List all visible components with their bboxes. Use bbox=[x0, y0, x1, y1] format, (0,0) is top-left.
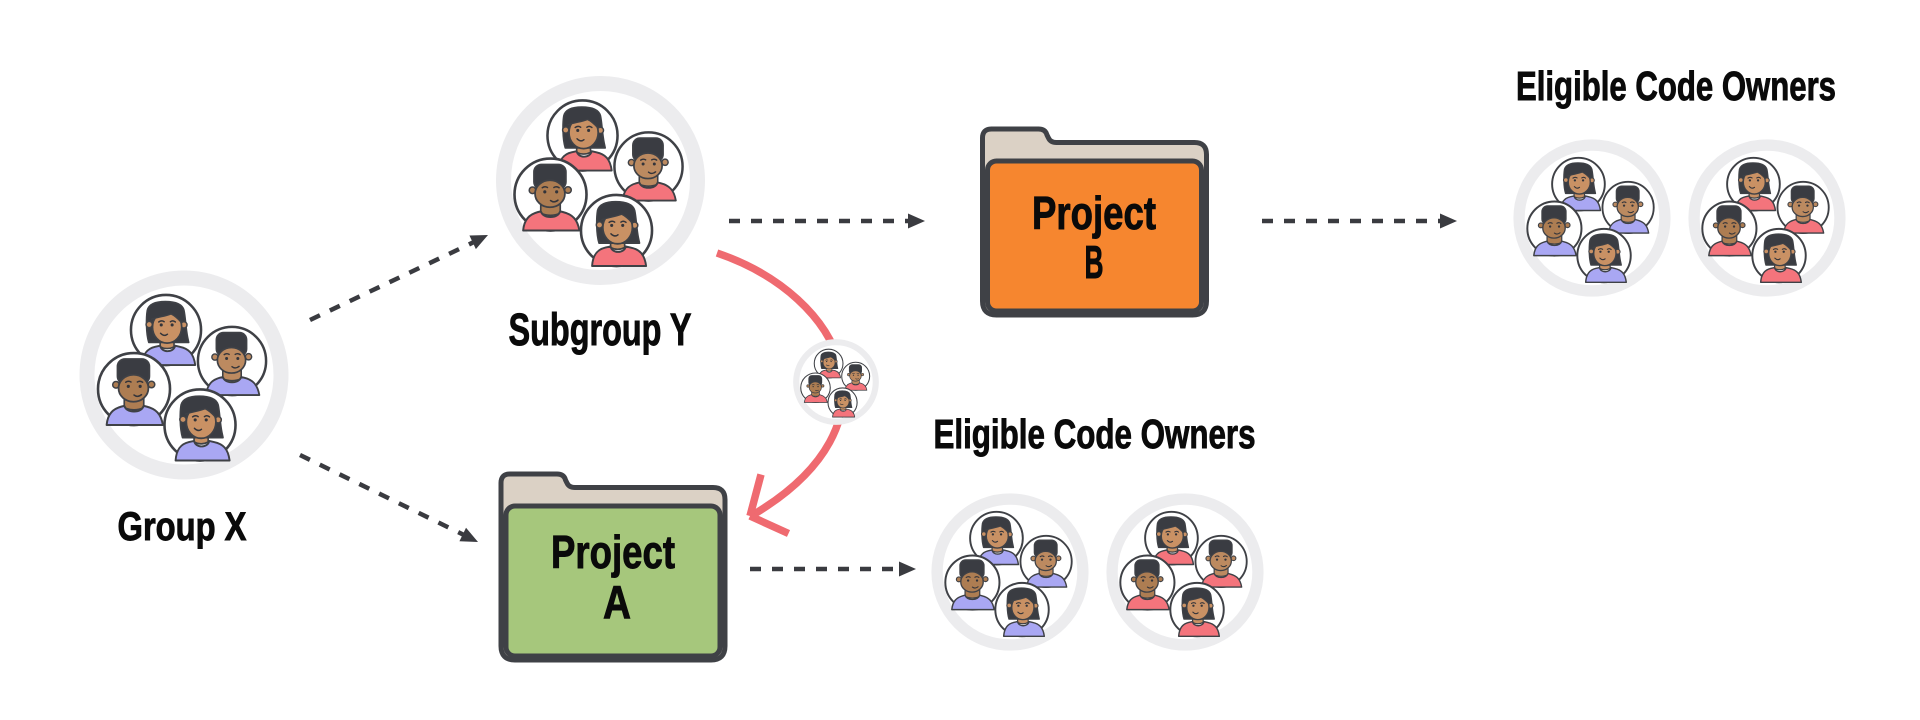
svg-text:Eligible Code Owners: Eligible Code Owners bbox=[934, 411, 1256, 457]
svg-text:Group X: Group X bbox=[118, 505, 247, 549]
svg-text:A: A bbox=[603, 576, 631, 628]
svg-text:Eligible Code Owners: Eligible Code Owners bbox=[1516, 63, 1836, 109]
svg-text:Project: Project bbox=[551, 526, 675, 578]
svg-text:Project: Project bbox=[1032, 187, 1156, 239]
svg-text:Subgroup Y: Subgroup Y bbox=[509, 304, 692, 355]
svg-text:B: B bbox=[1085, 236, 1104, 288]
